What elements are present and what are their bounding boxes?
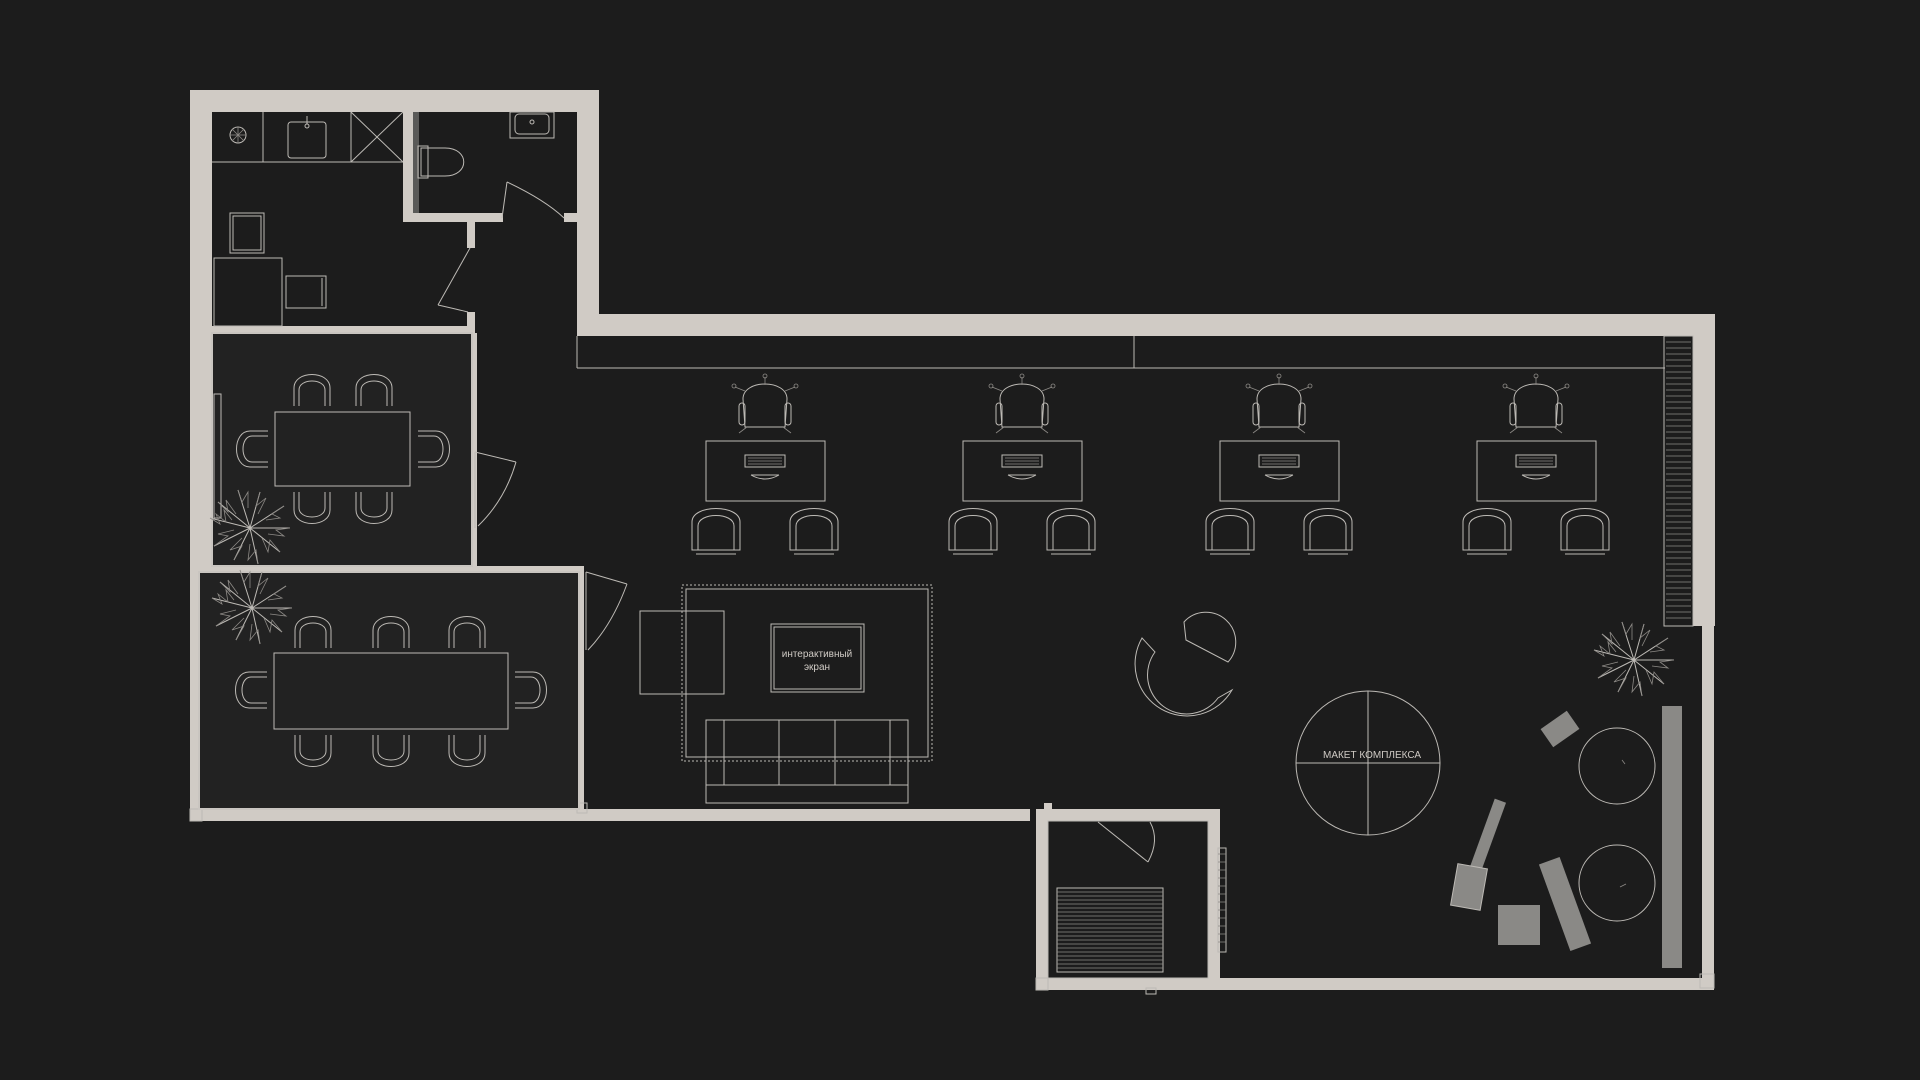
screen-label-line1: интерактивный: [782, 649, 853, 660]
sink-icon: [287, 116, 327, 159]
workstation: [1462, 373, 1610, 555]
lounge-chairs: [1134, 611, 1237, 717]
sink-icon: [509, 111, 555, 139]
meeting-room-small: [209, 332, 517, 567]
lounge-area: интерактивный экран: [639, 584, 933, 804]
stairs: [1056, 887, 1164, 973]
keyboard-icon: [744, 454, 786, 480]
meeting-room-large: [198, 569, 628, 810]
utility-room: [1047, 820, 1227, 979]
desk-chair-icon: [1502, 373, 1570, 434]
armchair-icon: [1303, 508, 1353, 555]
armchair-icon: [691, 508, 741, 555]
armchair-icon: [948, 508, 998, 555]
desk-chair-icon: [988, 373, 1056, 434]
armchair-icon: [1046, 508, 1096, 555]
kitchen: [212, 111, 404, 327]
model-label: МАКЕТ КОМПЛЕКСА: [1323, 750, 1421, 761]
workstation: [1205, 373, 1353, 555]
armchair-icon: [1205, 508, 1255, 555]
armchair-icon: [789, 508, 839, 555]
keyboard-icon: [1515, 454, 1557, 480]
keyboard-icon: [1258, 454, 1300, 480]
plant-icon: [1593, 621, 1675, 697]
door-swing-icon: [585, 571, 628, 651]
workstation: [948, 373, 1096, 555]
open-space: интерактивный экран МАКЕТ КОМПЛЕКСА: [576, 335, 1694, 979]
armchair-icon: [1560, 508, 1610, 555]
door-swing-icon: [501, 181, 565, 219]
radiator: [1663, 335, 1694, 627]
exhibit-area: [1450, 706, 1682, 968]
workstation: [691, 373, 839, 555]
wc: [413, 111, 565, 313]
desk-chair-icon: [1245, 373, 1313, 434]
screen-label-line2: экран: [804, 662, 830, 673]
door-swing-icon: [474, 451, 517, 528]
interactive-screen: интерактивный экран: [770, 623, 865, 693]
desk-chair-icon: [731, 373, 799, 434]
complex-model-table: МАКЕТ КОМПЛЕКСА: [1295, 690, 1441, 836]
keyboard-icon: [1001, 454, 1043, 480]
radiator: [1217, 847, 1227, 953]
toilet-icon: [417, 145, 465, 179]
door-swing-icon: [1097, 821, 1155, 863]
sofa-icon: [705, 719, 909, 804]
snowflake-icon: [229, 126, 247, 144]
door-swing-icon: [437, 247, 471, 313]
armchair-icon: [1462, 508, 1512, 555]
